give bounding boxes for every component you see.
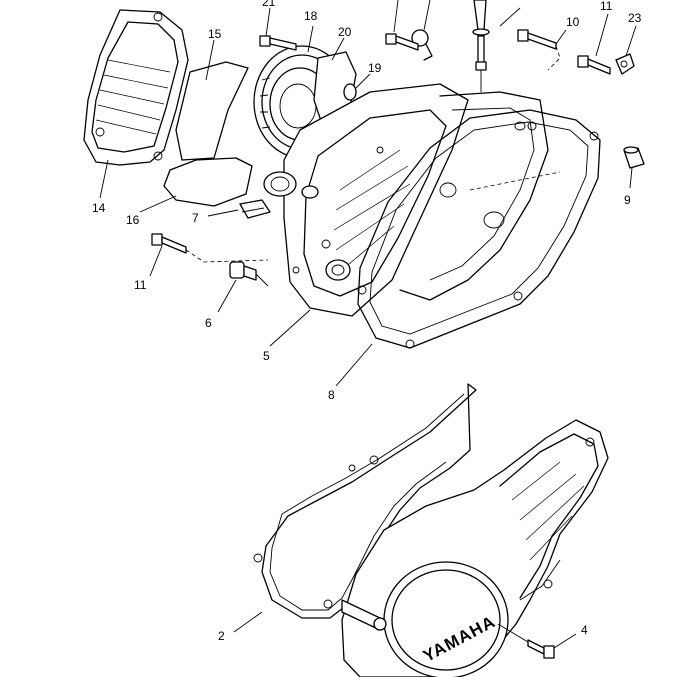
callout-9: 9 bbox=[624, 193, 631, 207]
part-2-gasket bbox=[233, 383, 477, 633]
shift-shaft bbox=[472, 0, 521, 92]
crankcase-body bbox=[399, 91, 561, 301]
part-5-crankcase-cover bbox=[263, 83, 469, 347]
part-7-plate bbox=[207, 199, 271, 219]
part-14-side-cover bbox=[83, 9, 189, 199]
callout-21: 21 bbox=[262, 0, 276, 9]
callout-14: 14 bbox=[92, 201, 106, 215]
part-21-bolt bbox=[259, 7, 297, 51]
part-19-washer bbox=[343, 73, 371, 101]
clip-part bbox=[411, 0, 433, 61]
callout-2: 2 bbox=[218, 629, 225, 643]
callout-5: 5 bbox=[263, 349, 270, 363]
callout-18: 18 bbox=[304, 9, 318, 23]
part-4-bolt bbox=[497, 623, 577, 659]
callout-11-left: 11 bbox=[134, 278, 147, 292]
callout-15: 15 bbox=[208, 27, 222, 41]
part-15-gasket bbox=[175, 39, 249, 161]
part-6-plug bbox=[217, 261, 269, 313]
callout-19: 19 bbox=[368, 61, 382, 75]
part-16-gasket bbox=[139, 157, 253, 213]
part-23-clamp bbox=[615, 25, 637, 75]
part-11-bolt-right bbox=[577, 13, 611, 75]
callout-23: 23 bbox=[628, 11, 642, 25]
callout-7: 7 bbox=[192, 211, 199, 225]
part-11-bolt-left bbox=[149, 233, 269, 277]
callout-11-right: 11 bbox=[600, 0, 613, 13]
part-10-bolt bbox=[517, 29, 567, 71]
outer-cover: YAMAHA bbox=[341, 419, 609, 677]
part-8-gasket bbox=[335, 109, 601, 387]
callout-4: 4 bbox=[581, 623, 588, 637]
part-9-collar bbox=[623, 146, 645, 189]
callout-8: 8 bbox=[328, 388, 335, 402]
callout-10: 10 bbox=[566, 15, 580, 29]
top-bolt bbox=[385, 0, 419, 51]
callout-20: 20 bbox=[338, 25, 352, 39]
callout-16: 16 bbox=[126, 213, 140, 227]
callout-6: 6 bbox=[205, 316, 212, 330]
callout-labels: 21 18 20 15 19 10 11 23 14 16 7 9 11 6 5… bbox=[92, 0, 642, 643]
